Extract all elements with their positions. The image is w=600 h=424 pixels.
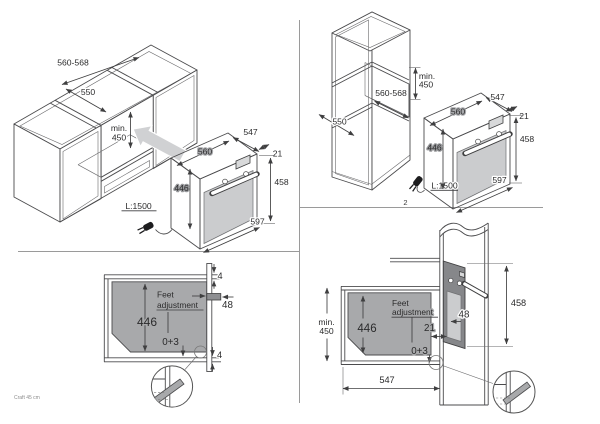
dim-height-front: 458 xyxy=(520,134,535,144)
dim-door-thickness: 21 xyxy=(424,323,435,334)
dim-niche-width: 560-568 xyxy=(375,88,407,98)
power-cord xyxy=(416,186,425,193)
oven-side-profile xyxy=(347,292,432,356)
dim-niche-depth: 550 xyxy=(332,117,347,127)
dim-line-niche-width xyxy=(374,100,409,119)
dim-body-height: 446 xyxy=(357,323,376,335)
detail-magnifier-content xyxy=(493,371,532,413)
dim-oven-depth: 547 xyxy=(243,127,258,137)
dim-oven-width-top: 560 xyxy=(451,107,466,117)
oven-side-profile xyxy=(111,281,208,353)
dim-door-thickness: 21 xyxy=(273,149,283,159)
dim-height-front: 458 xyxy=(511,298,526,308)
dim-line-oven-width-top xyxy=(176,140,230,166)
dim-line-door-thickness xyxy=(258,144,270,150)
power-plug-icon xyxy=(137,221,154,235)
dim-height-front: 458 xyxy=(274,177,289,187)
figure-number: 2 xyxy=(403,198,407,207)
dim-feet-range: 48 xyxy=(459,310,470,321)
dim-door-thickness: 21 xyxy=(519,111,529,121)
dim-depth: 547 xyxy=(379,375,394,385)
detail-marker-circle xyxy=(428,355,444,370)
detail-marker-circle xyxy=(194,345,207,359)
dim-width-front: 597 xyxy=(492,175,507,185)
dim-height-body: 446 xyxy=(427,143,442,153)
dim-line-niche-width xyxy=(61,57,140,85)
power-cord xyxy=(155,229,173,235)
dim-min-label: min. xyxy=(419,71,435,81)
dim-line-door-thickness xyxy=(507,106,518,112)
dim-min-height: 450 xyxy=(319,326,334,336)
tall-cabinet-cross-section-view: min. 450 446 Feet adjustment 48 21 0+3 5… xyxy=(317,222,536,414)
dim-line-width-front xyxy=(203,227,260,253)
niche-cross-section-view: 4 Feet adjustment 48 446 0+3 4 xyxy=(103,263,235,408)
dim-cable-length: L:1500 xyxy=(125,201,152,211)
dim-line-niche-depth xyxy=(318,114,355,136)
dim-gap-bottom: 4 xyxy=(217,350,222,360)
dim-body-height: 446 xyxy=(137,315,157,329)
dim-tolerance: 0+3 xyxy=(411,346,428,357)
dim-niche-width: 560-568 xyxy=(57,58,89,68)
dim-line-width-front xyxy=(456,187,513,213)
tall-cabinet-installation-view: min. 450 560-568 550 L:1500 547 560 21 4… xyxy=(318,11,536,213)
cabinet-front-panel xyxy=(206,263,213,372)
dim-feet-range: 48 xyxy=(222,300,233,311)
dim-line-oven-depth xyxy=(485,97,513,112)
dim-oven-depth: 547 xyxy=(490,92,505,102)
dim-tolerance: 0+3 xyxy=(162,337,179,348)
adjustable-foot-bracket xyxy=(206,293,222,301)
dim-height-body: 446 xyxy=(174,183,189,193)
dim-width-front: 597 xyxy=(250,217,265,227)
panel-break-curve xyxy=(439,222,489,232)
dim-gap-top: 4 xyxy=(217,271,222,281)
feet-adjustment-label-2: adjustment xyxy=(157,300,199,310)
dim-line-oven-width-top xyxy=(429,100,483,126)
base-cabinet-installation-view: 560-568 550 min. 450 L:1500 547 560 21 4… xyxy=(13,44,290,253)
feet-adjustment-label-2: adjustment xyxy=(392,307,434,317)
dim-min-label: min. xyxy=(318,317,334,327)
column-top-face xyxy=(331,11,411,52)
dim-min-height: 450 xyxy=(419,80,434,90)
dim-line-oven-depth xyxy=(232,137,260,152)
dim-cable-length: L:1500 xyxy=(431,181,458,191)
document-footer-label: Craft 45 cm xyxy=(14,395,40,401)
power-plug-icon xyxy=(409,176,423,192)
dim-oven-width-top: 560 xyxy=(198,147,213,157)
feet-adjustment-label-1: Feet xyxy=(392,298,409,308)
dim-min-label: min. xyxy=(111,123,127,133)
feet-adjustment-label-1: Feet xyxy=(157,290,174,300)
dim-niche-depth: 550 xyxy=(81,87,96,97)
dim-line-niche-depth xyxy=(65,88,107,113)
dim-min-height: 450 xyxy=(112,133,127,143)
